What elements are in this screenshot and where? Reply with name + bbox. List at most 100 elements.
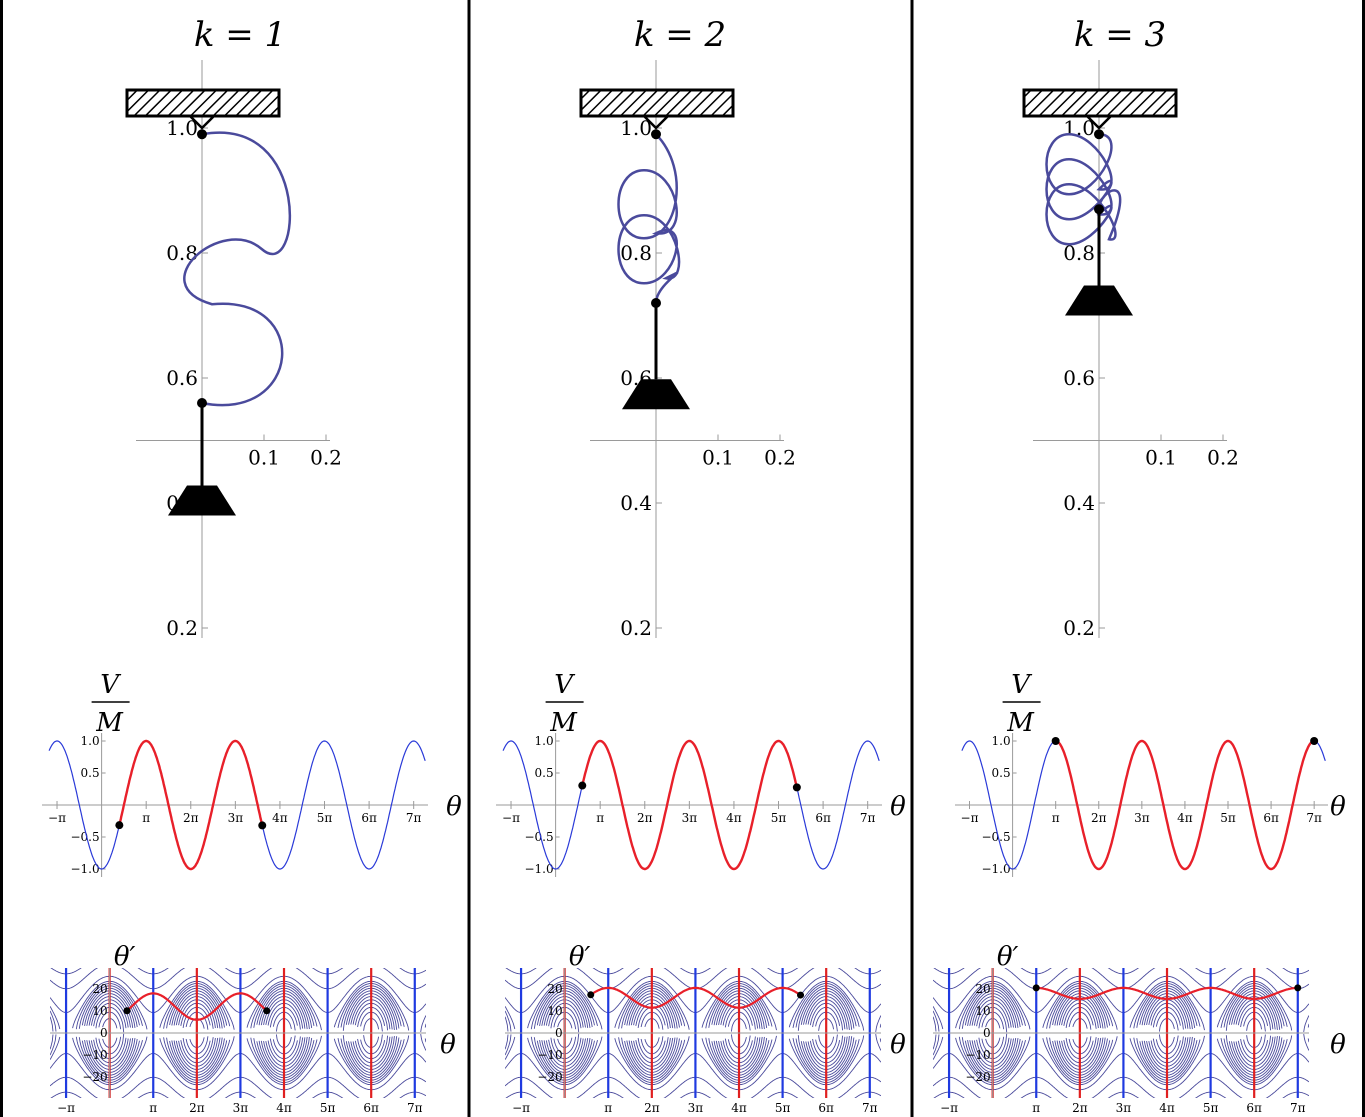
x-tick-label: 3π: [228, 811, 244, 825]
pivot-point: [651, 129, 661, 140]
x-tick-label: 0.1: [702, 446, 734, 470]
x-tick-label: 2π: [189, 1101, 205, 1115]
y-tick-label: −10: [537, 1048, 562, 1062]
x-tick-label: 7π: [862, 1101, 878, 1115]
x-tick-label: 4π: [276, 1101, 292, 1115]
x-tick-label: 6π: [363, 1101, 379, 1115]
phase-end-point: [797, 991, 805, 999]
energy-contour: [505, 975, 881, 1013]
xlabel: θ: [1330, 792, 1346, 822]
energy-contour: [505, 902, 881, 913]
pendulum-trajectory: [183, 131, 292, 407]
phase-end-point: [1294, 984, 1302, 992]
energy-contour: [50, 945, 426, 963]
energy-contour: [933, 968, 1309, 975]
energy-contour: [50, 975, 426, 1013]
x-tick-label: 0.2: [764, 446, 796, 470]
x-tick-label: 3π: [233, 1101, 249, 1115]
energy-contour: [50, 1076, 426, 1098]
pivot-point: [197, 129, 207, 140]
phase-trajectory: [590, 986, 802, 1009]
pivot-hook: [1086, 115, 1112, 130]
y-tick-label: −1.0: [524, 862, 553, 876]
end-point: [1310, 737, 1319, 746]
energy-contour: [505, 1053, 881, 1091]
energy-contour: [505, 915, 881, 928]
x-tick-label: 5π: [1220, 811, 1236, 825]
x-tick-label: −π: [502, 811, 520, 825]
ylabel-denominator: M: [1006, 708, 1035, 738]
energy-contour: [505, 945, 881, 963]
x-tick-label: 2π: [1091, 811, 1107, 825]
bob-joint: [651, 298, 661, 308]
y-tick-label: 10: [92, 1004, 107, 1018]
panel-k1: k = 10.10.21.00.80.60.40.2VMθ−ππ2π3π4π5π…: [42, 15, 462, 1115]
y-tick-label: 10: [975, 1004, 990, 1018]
y-tick-label: −1.0: [70, 862, 99, 876]
y-tick-label: −1.0: [981, 862, 1010, 876]
y-tick-label: 0.5: [992, 766, 1011, 780]
x-tick-label: 7π: [860, 811, 876, 825]
x-tick-label: 7π: [1306, 811, 1322, 825]
energy-contour: [933, 945, 1309, 963]
end-point: [792, 783, 801, 792]
x-tick-label: 5π: [317, 811, 333, 825]
energy-contour: [933, 929, 1309, 943]
x-tick-label: π: [1032, 1101, 1040, 1115]
y-tick-label: −20: [82, 1070, 107, 1084]
y-tick-label: −20: [965, 1070, 990, 1084]
phase-trajectory: [126, 992, 268, 1021]
panel-title: k = 2: [634, 15, 726, 55]
end-point: [258, 821, 267, 830]
energy-contour: [933, 1076, 1309, 1098]
x-tick-label: 6π: [1246, 1101, 1262, 1115]
x-tick-label: 4π: [731, 1101, 747, 1115]
y-tick-label: −0.5: [524, 830, 553, 844]
x-tick-label: 0.1: [248, 446, 280, 470]
y-tick-label: −10: [82, 1048, 107, 1062]
x-tick-label: −π: [57, 1101, 75, 1115]
pendulum-plot: 0.10.21.00.80.60.40.2: [125, 60, 342, 640]
energy-contour: [50, 902, 426, 913]
y-tick-label: 0.4: [1063, 491, 1095, 515]
y-tick-label: −0.5: [981, 830, 1010, 844]
bob-joint: [197, 398, 207, 408]
x-tick-label: 2π: [1072, 1101, 1088, 1115]
phase-start-point: [123, 1007, 131, 1015]
phase-start-point: [1032, 984, 1040, 992]
x-tick-label: 3π: [1134, 811, 1150, 825]
ylabel-numerator: V: [100, 670, 121, 700]
xlabel: θ: [1330, 1030, 1346, 1060]
xlabel: θ: [446, 792, 462, 822]
weight: [622, 379, 690, 410]
x-tick-label: π: [149, 1101, 157, 1115]
energy-contour: [933, 902, 1309, 913]
potential-highlight: [118, 739, 264, 871]
x-tick-label: 4π: [272, 811, 288, 825]
x-tick-label: 5π: [775, 1101, 791, 1115]
energy-contour: [50, 1053, 426, 1091]
x-tick-label: −π: [512, 1101, 530, 1115]
y-tick-label: −0.5: [70, 830, 99, 844]
x-tick-label: 2π: [644, 1101, 660, 1115]
x-tick-label: 7π: [406, 811, 422, 825]
pivot-point: [1094, 129, 1104, 140]
energy-contour: [505, 1076, 881, 1098]
y-tick-label: 0.5: [81, 766, 100, 780]
energy-contour: [933, 1053, 1309, 1091]
energy-contour: [933, 936, 1309, 952]
y-tick-label: 0.5: [535, 766, 554, 780]
x-tick-label: −π: [940, 1101, 958, 1115]
x-tick-label: 0.2: [1207, 446, 1239, 470]
ceiling-support: [579, 88, 735, 118]
panel-title: k = 3: [1074, 15, 1166, 55]
x-tick-label: 5π: [1203, 1101, 1219, 1115]
x-tick-label: π: [604, 1101, 612, 1115]
xlabel: θ: [440, 1030, 456, 1060]
x-tick-label: π: [1052, 811, 1060, 825]
